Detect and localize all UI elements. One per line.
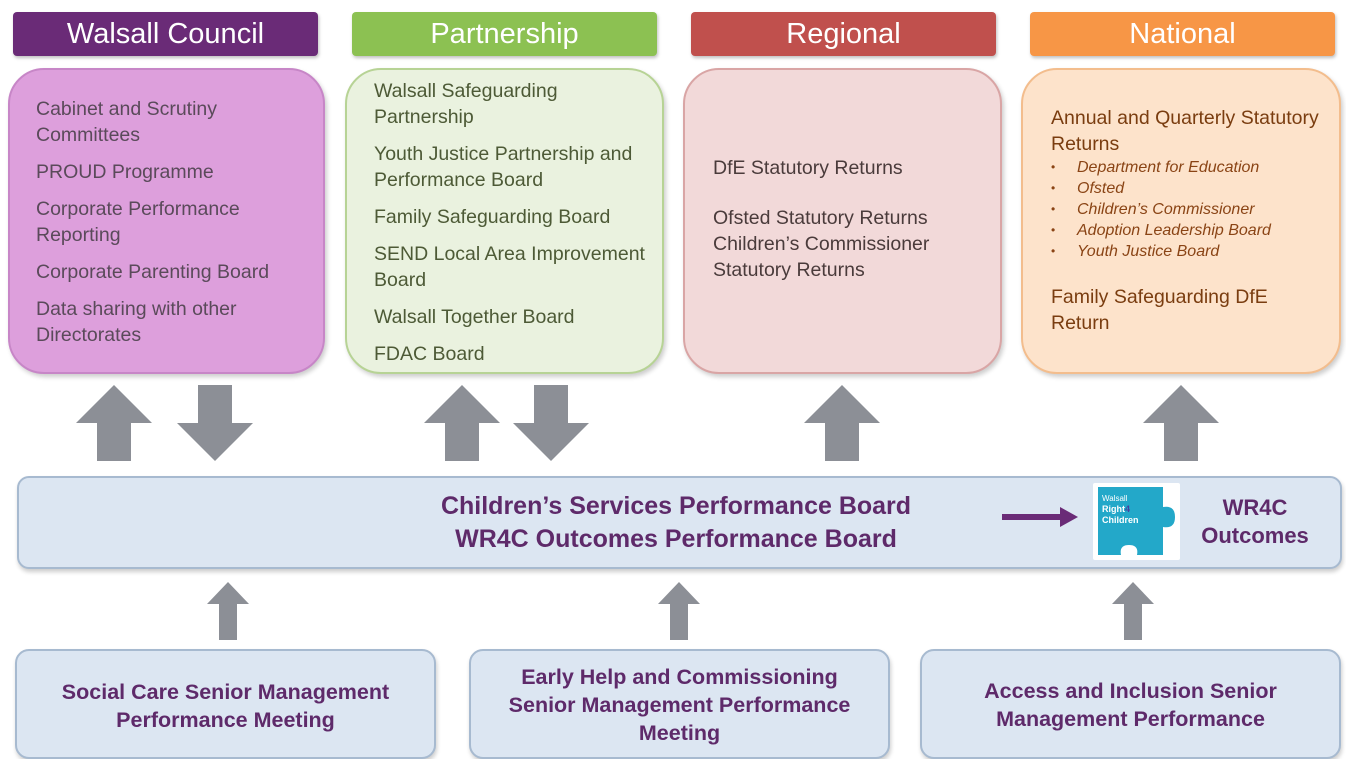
- wr4c-logo: [1093, 483, 1180, 560]
- list-item: Corporate Parenting Board: [36, 261, 270, 283]
- list-item: Youth Justice Partnership and Performanc…: [374, 143, 633, 191]
- performance-board-line-2: WR4C Outcomes Performance Board: [455, 525, 897, 553]
- arrow-down-icon: [513, 385, 589, 461]
- puzzle-piece-icon: [1098, 487, 1175, 555]
- arrow-right-icon: [1002, 507, 1078, 527]
- list-item: Department for Education: [1051, 157, 1329, 178]
- list-item: Children’s Commissioner Statutory Return…: [713, 233, 930, 281]
- wr4c-logo-text: Walsall Right4 Children: [1102, 493, 1139, 526]
- header-partnership: Partnership: [352, 12, 657, 56]
- list-item: FDAC Board: [374, 343, 485, 365]
- arrow-up-icon: [207, 582, 249, 640]
- list-item: Cabinet and Scrutiny Committees: [36, 98, 218, 146]
- partnership-box: Walsall Safeguarding Partnership Youth J…: [345, 68, 664, 374]
- arrow-up-icon: [804, 385, 880, 461]
- national-box: Annual and Quarterly Statutory Returns D…: [1021, 68, 1341, 374]
- walsall-council-box: Cabinet and Scrutiny Committees PROUD Pr…: [8, 68, 325, 374]
- outcomes-line-2: Outcomes: [1201, 523, 1309, 548]
- list-item: Family Safeguarding Board: [374, 206, 611, 228]
- list-item: Adoption Leadership Board: [1051, 220, 1329, 241]
- national-footer: Family Safeguarding DfE Return: [1051, 286, 1268, 334]
- logo-four-text: 4: [1125, 504, 1131, 514]
- outcomes-line-1: WR4C: [1222, 495, 1288, 520]
- arrow-up-icon: [424, 385, 500, 461]
- list-item: DfE Statutory Returns: [713, 157, 903, 179]
- list-item: Children’s Commissioner: [1051, 199, 1329, 220]
- early-help-meeting-box: Early Help and Commissioning Senior Mana…: [469, 649, 890, 759]
- logo-line-1: Walsall: [1102, 494, 1128, 503]
- list-item: Corporate Performance Reporting: [36, 198, 240, 246]
- arrow-up-icon: [1143, 385, 1219, 461]
- logo-right-text: Right: [1102, 504, 1125, 514]
- arrow-down-icon: [177, 385, 253, 461]
- performance-board-title: Children’s Services Performance Board WR…: [306, 490, 1046, 556]
- logo-line-3: Children: [1102, 515, 1139, 525]
- list-item: Walsall Together Board: [374, 306, 575, 328]
- header-national: National: [1030, 12, 1335, 56]
- access-inclusion-meeting-box: Access and Inclusion Senior Management P…: [920, 649, 1341, 759]
- list-item: Ofsted Statutory Returns: [713, 207, 928, 229]
- logo-line-2: Right4: [1102, 504, 1139, 515]
- list-item: SEND Local Area Improvement Board: [374, 243, 645, 291]
- arrow-up-icon: [1112, 582, 1154, 640]
- arrow-up-icon: [658, 582, 700, 640]
- regional-box: DfE Statutory Returns Ofsted Statutory R…: [683, 68, 1002, 374]
- header-walsall-council: Walsall Council: [13, 12, 318, 56]
- wr4c-outcomes-label: WR4C Outcomes: [1190, 494, 1320, 550]
- national-bullet-list: Department for Education Ofsted Children…: [1051, 157, 1329, 262]
- performance-board-line-1: Children’s Services Performance Board: [440, 492, 912, 520]
- list-item: PROUD Programme: [36, 161, 214, 183]
- meeting-label: Social Care Senior Management Performanc…: [61, 680, 390, 732]
- national-heading: Annual and Quarterly Statutory Returns: [1051, 107, 1319, 155]
- social-care-meeting-box: Social Care Senior Management Performanc…: [15, 649, 436, 759]
- list-item: Ofsted: [1051, 178, 1329, 199]
- meeting-label: Access and Inclusion Senior Management P…: [984, 679, 1277, 731]
- meeting-label: Early Help and Commissioning Senior Mana…: [508, 665, 851, 745]
- list-item: Youth Justice Board: [1051, 241, 1329, 262]
- arrow-up-icon: [76, 385, 152, 461]
- list-item: Walsall Safeguarding Partnership: [374, 80, 558, 128]
- list-item: Data sharing with other Directorates: [36, 298, 237, 346]
- header-regional: Regional: [691, 12, 996, 56]
